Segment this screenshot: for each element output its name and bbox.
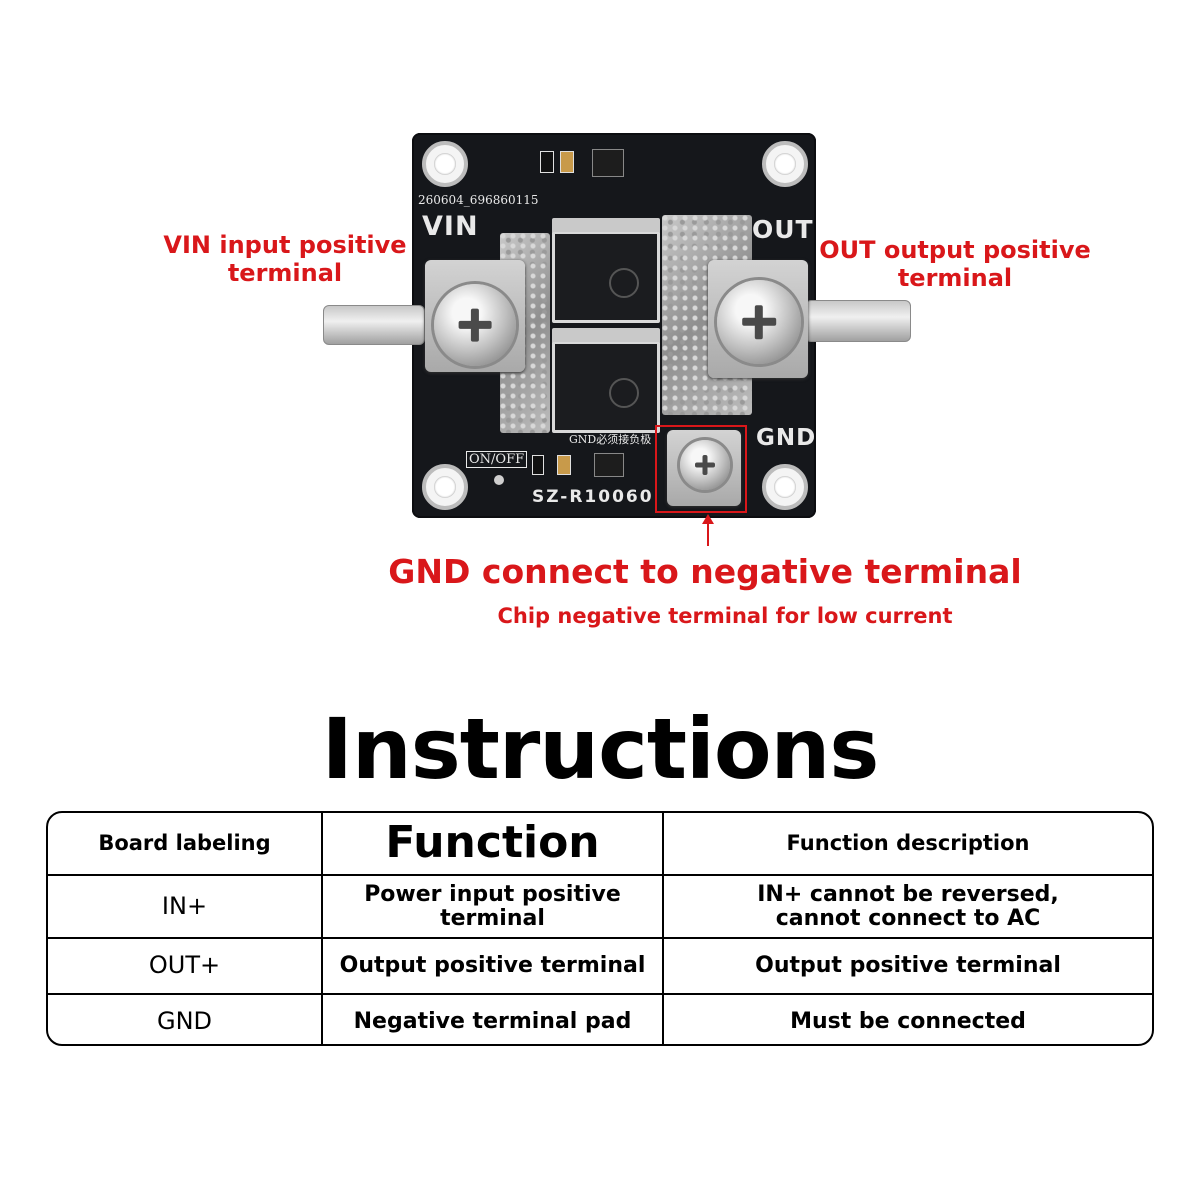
row-description: Output positive terminal [755,953,1061,979]
row-function: Negative terminal pad [323,995,664,1044]
header-board-labeling: Board labeling [48,813,323,874]
mosfet-chip [552,328,660,433]
instructions-heading: Instructions [321,700,880,798]
board-switch-label: ON/OFF [466,451,528,468]
gnd-annotation-subtitle: Chip negative terminal for low current [497,604,953,628]
ic-chip [594,453,624,477]
table-row: OUT+ Output positive terminal Output pos… [48,939,1152,995]
screw-out [717,280,801,364]
board-model: SZ-R10060 [532,487,654,507]
row-description: IN+ cannot be reversed, cannot connect t… [757,882,1059,931]
smd-capacitor [560,151,574,173]
smd-resistor [532,455,544,475]
row-label: GND [48,995,323,1044]
mounting-hole [422,141,468,187]
board-vin-label: VIN [422,211,479,242]
out-annotation: OUT output positive terminal [815,236,1095,292]
screw-vin [434,284,516,366]
gnd-highlight-box [655,425,747,513]
header-function: Function [323,813,664,874]
table-row: IN+ Power input positive terminal IN+ ca… [48,876,1152,939]
mounting-hole [762,141,808,187]
out-annotation-line1: OUT output positive [819,236,1091,264]
vin-annotation-line1: VIN input positive [163,231,407,259]
table-header-row: Board labeling Function Function descrip… [48,813,1152,876]
row-function: Power input positive terminal [323,876,664,937]
instructions-table: Board labeling Function Function descrip… [46,811,1154,1046]
screw-gnd [680,440,730,490]
row-description: Must be connected [790,1008,1026,1034]
smd-resistor [540,151,554,173]
mounting-hole [762,464,808,510]
header-function-description: Function description [786,831,1030,856]
mosfet-chip [552,218,660,323]
vin-annotation: VIN input positive terminal [140,231,430,287]
wire-right [805,300,911,342]
row-function: Output positive terminal [323,939,664,993]
gnd-annotation-title: GND connect to negative terminal [388,552,1022,591]
board-gnd-note: GND必须接负极 [569,433,652,446]
mounting-hole [422,464,468,510]
smd-capacitor [557,455,571,475]
out-annotation-line2: terminal [897,263,1013,292]
table-row: GND Negative terminal pad Must be connec… [48,995,1152,1044]
row-label: IN+ [48,876,323,937]
via-dot [494,475,504,485]
vin-annotation-line2: terminal [227,258,343,287]
gnd-arrow-icon [702,514,714,546]
wire-left [323,305,425,345]
board-gnd-label: GND [756,425,817,451]
row-label: OUT+ [48,939,323,993]
board-out-label: OUT [752,215,814,244]
ic-chip [592,149,624,177]
board-serial: 260604_696860115 [418,193,539,207]
